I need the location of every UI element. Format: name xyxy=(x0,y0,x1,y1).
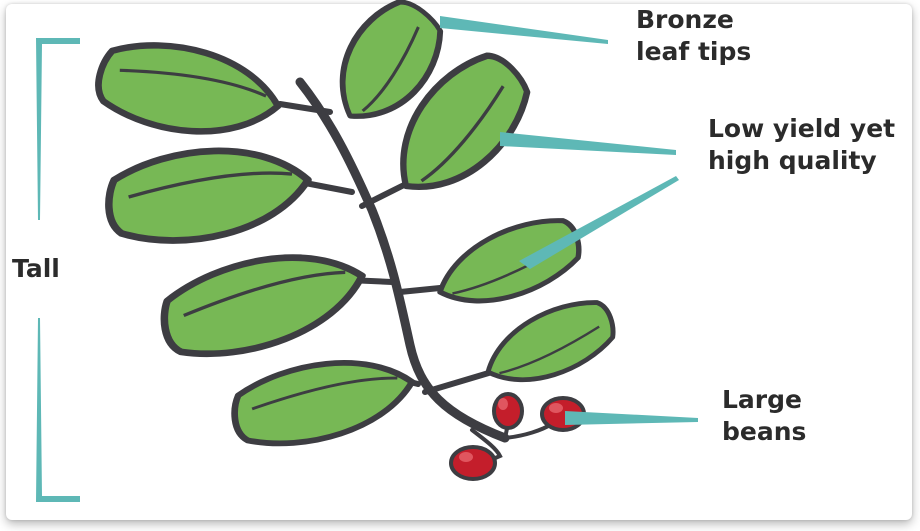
branch-stem xyxy=(359,179,413,209)
label-line: leaf tips xyxy=(636,37,752,66)
pointer-beans xyxy=(565,411,698,425)
pointer-bronze-tips xyxy=(440,16,608,44)
leaves xyxy=(93,0,623,456)
label-line: Large xyxy=(722,385,802,414)
label-large-beans: Large beans xyxy=(722,384,806,448)
branch-stem xyxy=(397,285,443,295)
leaf xyxy=(374,40,544,215)
label-line: Bronze xyxy=(636,5,734,34)
pointers xyxy=(440,16,698,425)
label-tall: Tall xyxy=(12,254,60,283)
leaf xyxy=(227,346,419,456)
leaf xyxy=(476,290,623,400)
label-bronze-leaf-tips: Bronze leaf tips xyxy=(636,4,751,68)
leaf xyxy=(93,34,285,146)
branch-stem xyxy=(422,369,495,395)
label-line: Low yield yet xyxy=(708,114,896,143)
pointer-yield-lower xyxy=(519,176,679,269)
leaf xyxy=(154,235,373,369)
bracket-upper-bar xyxy=(36,38,80,220)
bean xyxy=(492,392,524,430)
bracket-lower-bar xyxy=(36,318,80,502)
branch-stem xyxy=(277,101,333,115)
plant-stem xyxy=(277,77,554,464)
label-line: high quality xyxy=(708,146,877,175)
leaf xyxy=(103,137,314,250)
height-bracket xyxy=(36,38,80,502)
leaf xyxy=(317,0,456,139)
bean xyxy=(449,445,497,481)
pointer-yield-upper xyxy=(500,132,676,155)
label-low-yield: Low yield yet high quality xyxy=(708,113,895,177)
main-stem xyxy=(295,77,510,443)
label-line: beans xyxy=(722,417,807,446)
berry-stalk xyxy=(470,428,503,464)
